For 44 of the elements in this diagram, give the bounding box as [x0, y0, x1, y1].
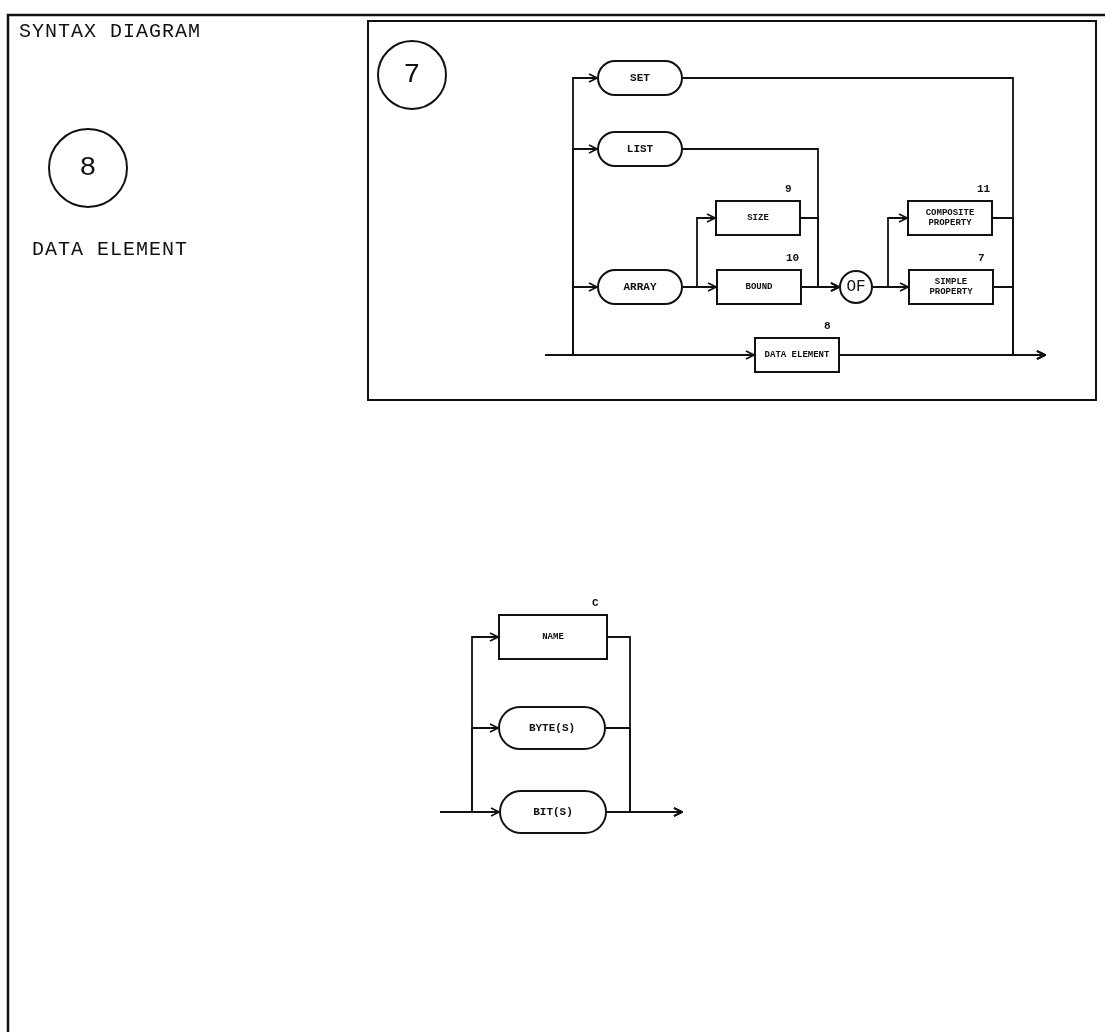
node-label: BIT(S) — [533, 805, 573, 819]
node-label: BYTE(S) — [528, 721, 576, 735]
diagram-title: SYNTAX DIAGRAM — [19, 20, 201, 43]
circle-number: 8 — [79, 151, 97, 185]
nonterminal-box — [498, 614, 608, 660]
nonterminal-box — [907, 200, 993, 236]
terminal-pill — [597, 60, 683, 96]
terminal-pill — [498, 706, 606, 750]
reference-number: 9 — [785, 183, 792, 195]
inset-panel — [367, 20, 1097, 401]
numbered-circle — [48, 128, 128, 208]
reference-number: 7 — [978, 252, 985, 264]
node-label: SET — [630, 71, 650, 85]
node-label: SIZE — [747, 212, 769, 224]
numbered-circle — [839, 270, 873, 304]
arrow — [439, 807, 500, 817]
node-label: LIST — [626, 142, 654, 156]
terminal-pill — [597, 131, 683, 167]
diagram-subtitle: DATA ELEMENT — [32, 238, 188, 261]
reference-number: 10 — [786, 252, 800, 264]
arrow — [606, 807, 683, 817]
arrow — [682, 282, 717, 292]
nonterminal-box — [715, 200, 801, 236]
node-label: SIMPLE PROPERTY — [928, 276, 974, 298]
nonterminal-box — [716, 269, 802, 305]
arrow — [544, 350, 755, 360]
numbered-circle — [377, 40, 447, 110]
node-label: BOUND — [745, 281, 773, 293]
nonterminal-box — [908, 269, 994, 305]
reference-number: C — [592, 597, 599, 609]
nonterminal-box — [754, 337, 840, 373]
circle-number: 7 — [403, 58, 421, 92]
circle-number: OF — [846, 277, 866, 297]
terminal-pill — [597, 269, 683, 305]
node-label: DATA ELEMENT — [764, 349, 830, 361]
terminal-pill — [499, 790, 607, 834]
node-label: NAME — [542, 631, 564, 643]
node-label: COMPOSITE PROPERTY — [924, 207, 976, 229]
reference-number: 11 — [977, 183, 991, 195]
arrow — [801, 282, 840, 292]
reference-number: 8 — [824, 320, 831, 332]
arrow — [839, 350, 1046, 360]
node-label: ARRAY — [623, 280, 657, 294]
arrow — [872, 282, 909, 292]
